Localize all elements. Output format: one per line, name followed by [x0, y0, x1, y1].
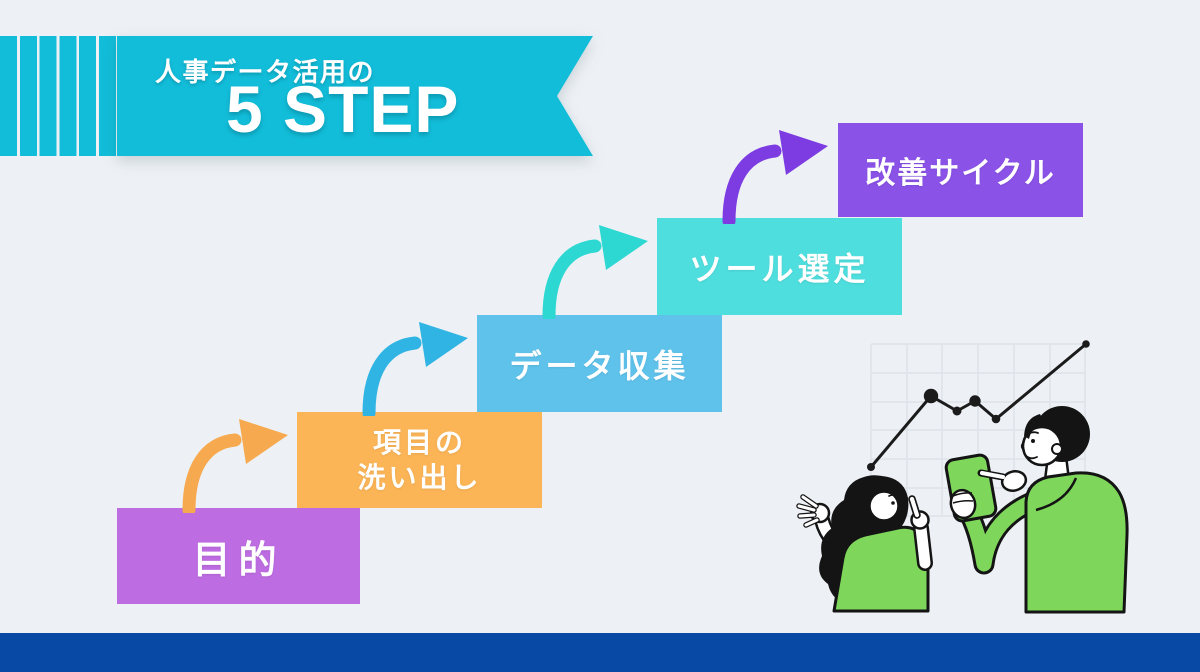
step-box-2-item-identification: 項目の 洗い出し: [297, 412, 542, 508]
step-box-4-tool-selection: ツール選定: [657, 218, 902, 315]
step-box-5-improvement-cycle: 改善サイクル: [838, 123, 1083, 217]
footer-bar: [0, 633, 1200, 672]
step-label-line1: 項目の: [372, 427, 466, 458]
step-label: 目的: [192, 539, 285, 582]
banner-title: 5 STEP: [226, 72, 460, 146]
step-label: ツール選定: [689, 250, 870, 287]
step-label: 改善サイクル: [865, 157, 1056, 190]
curved-arrow-icon-4: [722, 130, 828, 224]
step-box-3-data-collection: データ収集: [477, 315, 722, 412]
curved-arrow-icon-2: [362, 322, 468, 416]
curved-arrow-icon-1: [182, 419, 288, 513]
line-chart-icon: [867, 340, 1090, 471]
curved-arrow-icon-3: [542, 225, 648, 319]
man-figure: [944, 406, 1129, 614]
step-label-line2: 洗い出し: [357, 462, 482, 493]
step-label: データ収集: [509, 347, 690, 384]
people-illustration: [796, 340, 1129, 614]
banner-ribbon: [117, 36, 593, 156]
banner-stripes: [0, 36, 117, 156]
woman-figure: [796, 475, 933, 613]
banner-subtitle: 人事データ活用の: [155, 57, 376, 87]
step-box-1-purpose: 目的: [117, 508, 360, 604]
